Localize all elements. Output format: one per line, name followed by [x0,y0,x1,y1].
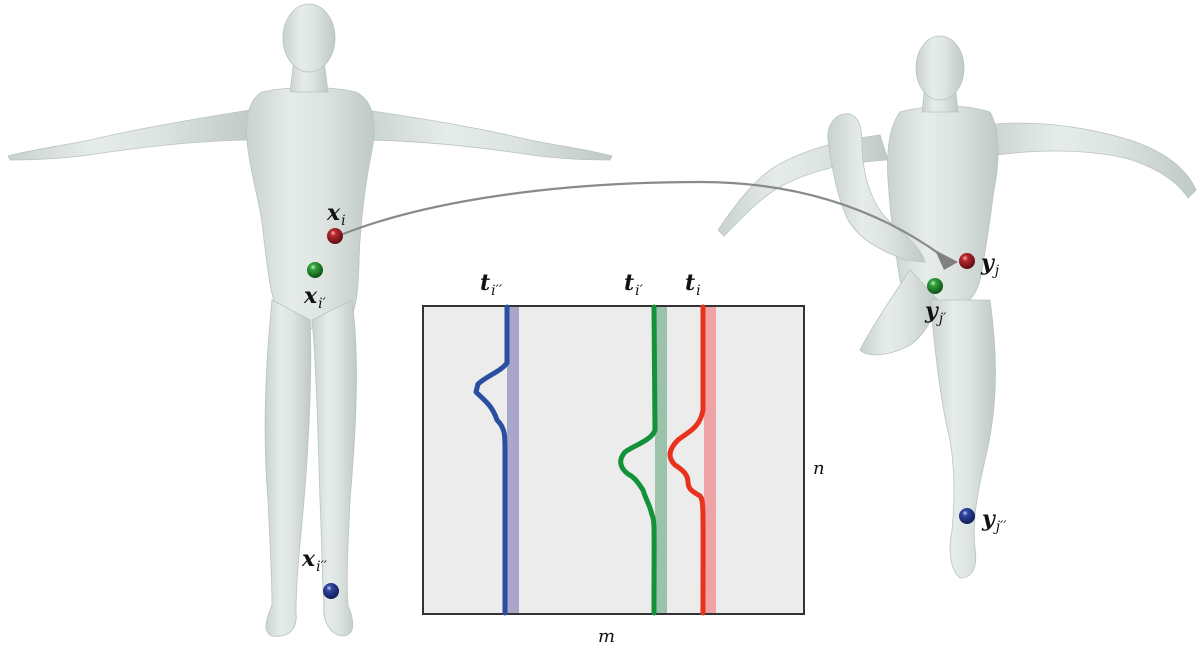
label-y-j-prime: yj′ [925,298,947,327]
point-y-j-prime [927,278,943,294]
point-y-j-double-prime [959,508,975,524]
label-x-i: xi [327,200,346,229]
band-t-i-double-prime [507,307,519,613]
point-y-j [959,253,975,269]
curve-t-i [667,304,706,616]
curve-t-i-double-prime [473,304,510,616]
arrowhead-icon [935,250,958,270]
point-x-i-prime [307,262,323,278]
band-t-i [704,307,716,613]
band-t-i-prime [655,307,667,613]
correspondence-arrow [342,180,958,270]
label-t-i-prime: ti′ [624,270,643,299]
source-human-shape [7,3,613,637]
matrix-column-axis-label: m [598,626,616,647]
label-t-i: ti [685,270,701,299]
label-x-i-double-prime: xi′′ [302,546,327,575]
label-x-i-prime: xi′ [304,283,326,312]
matrix-row-axis-label: n [813,458,825,479]
label-y-j: yj [981,250,1000,279]
label-t-i-double-prime: ti′′ [480,270,503,299]
point-x-i [327,228,343,244]
correspondence-matrix [422,304,805,616]
label-y-j-double-prime: yj′′ [982,506,1007,535]
point-x-i-double-prime [323,583,339,599]
curve-t-i-prime [618,304,658,616]
